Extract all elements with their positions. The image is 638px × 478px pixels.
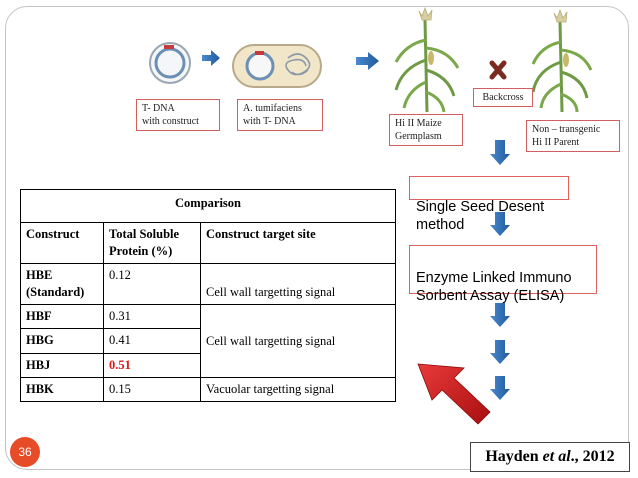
table-row: HBG 0.41 — [20, 328, 396, 354]
cross-icon — [489, 60, 507, 80]
cell-construct: HBJ — [20, 353, 104, 378]
t-dna-label: T- DNA with construct — [136, 99, 220, 131]
header-construct: Construct — [20, 222, 104, 264]
arrow-down-3-icon — [490, 303, 510, 327]
elisa-step-text: Enzyme Linked Immuno Sorbent Assay (ELIS… — [416, 270, 572, 304]
a-tumefaciens-label: A. tumifaciens with T- DNA — [237, 99, 323, 131]
arrow-right-2-icon — [356, 52, 379, 70]
cell-protein: 0.12 — [103, 263, 201, 305]
maize-plant-parent-icon — [531, 8, 593, 113]
citation-etal: et al — [542, 448, 571, 465]
header-protein: Total Soluble Protein (%) — [103, 222, 201, 264]
ssd-step-text: Single Seed Desent method — [416, 199, 545, 233]
cell-protein: 0.15 — [103, 377, 201, 402]
cell-construct: HBE (Standard) — [20, 263, 104, 305]
table-title: Comparison — [20, 189, 396, 223]
ssd-step-box: Single Seed Desent method — [409, 176, 569, 233]
arrow-down-4-icon — [490, 340, 510, 364]
cell-construct: HBK — [20, 377, 104, 402]
arrow-right-1-icon — [202, 50, 220, 66]
cell-site: Cell wall targetting signal — [200, 304, 396, 378]
arrow-down-1-icon — [490, 140, 510, 165]
cell-protein: 0.31 — [103, 304, 201, 329]
cell-site: Vacuolar targetting signal — [200, 377, 396, 402]
cell-construct: HBG — [20, 328, 104, 354]
arrow-down-5-icon — [490, 376, 510, 400]
table-row: HBE (Standard) 0.12 Cell wall targetting… — [20, 263, 396, 305]
arrow-down-2-icon — [490, 212, 510, 236]
hi-ii-maize-label: Hi II Maize Germplasm — [389, 114, 463, 146]
big-red-arrow-icon — [417, 363, 491, 425]
citation-box: Hayden et al., 2012 — [470, 442, 630, 472]
non-transgenic-label: Non – transgenic Hi II Parent — [526, 120, 620, 152]
page-number: 36 — [18, 445, 32, 459]
header-site: Construct target site — [200, 222, 396, 264]
elisa-step-box: Enzyme Linked Immuno Sorbent Assay (ELIS… — [409, 245, 597, 304]
page-number-badge: 36 — [10, 437, 40, 467]
plasmid-icon — [149, 42, 191, 84]
agrobacterium-cell-icon — [232, 44, 322, 88]
backcross-label: Backcross — [473, 88, 533, 107]
cell-protein-highlight: 0.51 — [103, 353, 201, 378]
cell-site: Cell wall targetting signal — [200, 263, 396, 305]
cell-protein: 0.41 — [103, 328, 201, 354]
table-row: HBF 0.31 Cell wall targetting signal — [20, 304, 396, 378]
cell-construct: HBF — [20, 304, 104, 329]
table-row: HBK 0.15 Vacuolar targetting signal — [20, 377, 396, 402]
maize-plant-transgenic-icon — [394, 6, 460, 113]
citation-author: Hayden — [485, 448, 543, 465]
citation-year: ., 2012 — [570, 448, 615, 465]
comparison-table: Comparison Construct Total Soluble Prote… — [20, 189, 396, 402]
